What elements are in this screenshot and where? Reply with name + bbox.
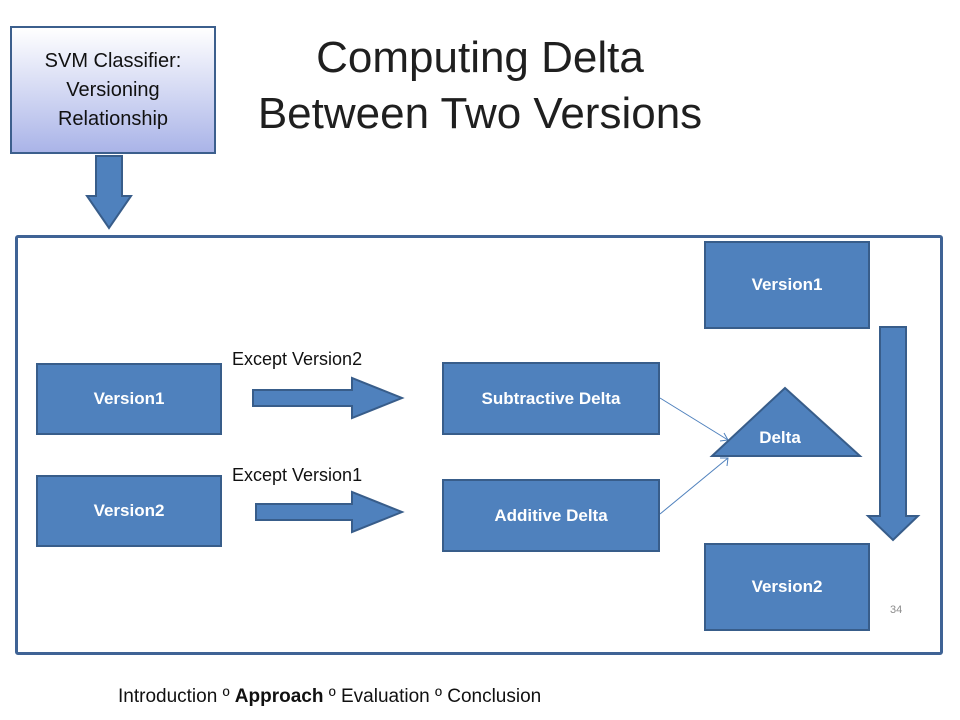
- svm-label-line-1: SVM Classifier:: [44, 49, 182, 72]
- footer-separator: º: [217, 686, 235, 707]
- page-number: 34: [890, 604, 903, 616]
- footer-approach: Approach: [234, 686, 324, 707]
- footer-evaluation: Evaluation: [340, 686, 430, 707]
- svm-down-arrow: [85, 155, 133, 230]
- right-version2-node: Version2: [704, 543, 870, 631]
- except-version1-label: Except Version1: [232, 465, 363, 485]
- title-line-1: Computing Delta: [316, 33, 644, 82]
- footer-conclusion: Conclusion: [447, 686, 542, 707]
- svm-label-line-3: Relationship: [57, 107, 169, 130]
- left-version2-node: Version2: [36, 475, 222, 547]
- title-line-2: Between Two Versions: [257, 89, 703, 138]
- additive-delta-node: Additive Delta: [442, 479, 660, 552]
- diagram-frame: [15, 235, 943, 655]
- slide-title: Computing Delta Between Two Versions: [220, 30, 740, 142]
- svm-label-line-2: Versioning: [66, 78, 160, 101]
- delta-label: Delta: [759, 428, 801, 447]
- version1-to-version2-arrow: [865, 326, 921, 542]
- except-version1-arrow: [255, 490, 405, 534]
- additive-connector-head: [720, 457, 729, 467]
- delta-triangle: [709, 386, 863, 457]
- subtractive-delta-node: Subtractive Delta: [442, 362, 660, 435]
- footer-introduction: Introduction: [118, 686, 218, 707]
- except-version2-label: Except Version2: [232, 349, 363, 369]
- footer-navigation: Introduction º Approach º Evaluation º C…: [118, 686, 541, 708]
- footer-separator: º: [323, 686, 341, 707]
- footer-separator: º: [429, 686, 448, 707]
- subtractive-to-delta-connector: [659, 397, 729, 441]
- right-version1-node: Version1: [704, 241, 870, 329]
- left-version1-node: Version1: [36, 363, 222, 435]
- except-version2-arrow: [252, 376, 405, 420]
- svm-classifier-box: SVM Classifier: Versioning Relationship: [10, 26, 216, 154]
- additive-to-delta-connector: [659, 457, 729, 515]
